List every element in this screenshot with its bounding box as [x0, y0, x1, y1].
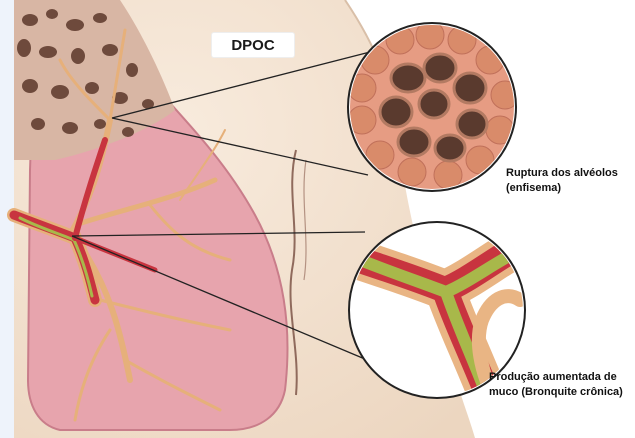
chronic-bronchitis-label: Produção aumentada de muco (Bronquite cr… — [489, 370, 629, 400]
diagram-title: DPOC — [212, 33, 294, 57]
alveoli-magnifier — [348, 21, 519, 193]
emphysema-label: Ruptura dos alvéolos (enfisema) — [506, 166, 631, 196]
